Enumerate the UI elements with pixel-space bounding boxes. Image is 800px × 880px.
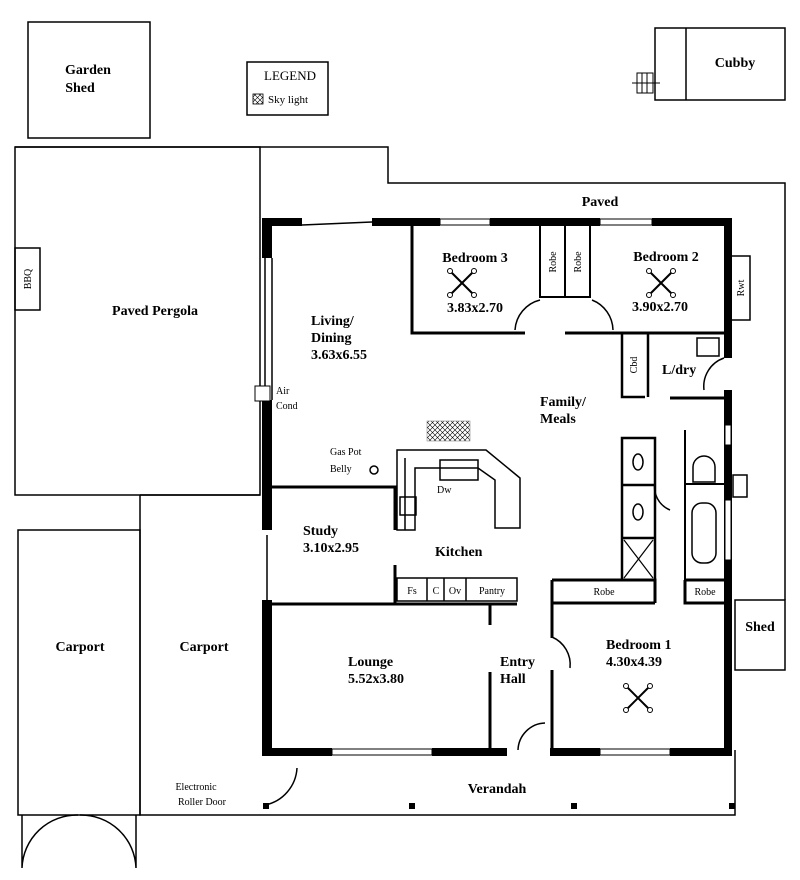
- bedroom-2-size: 3.90x2.70: [632, 300, 688, 315]
- cubby-label: Cubby: [715, 56, 755, 71]
- basin-icon: [632, 453, 644, 471]
- garden-shed-label: Garden: [65, 63, 111, 78]
- paved-pergola-label: Paved Pergola: [112, 304, 198, 319]
- lounge-label: Lounge: [348, 655, 393, 670]
- bedroom-2: Bedroom 2 3.90x2.70: [565, 250, 724, 335]
- bathrooms: [620, 430, 748, 582]
- dishwasher-label: Dw: [437, 485, 452, 496]
- bedroom-3: Bedroom 3 3.83x2.70 Robe Robe: [410, 226, 591, 335]
- shed-label: Shed: [745, 620, 775, 635]
- study: Study 3.10x2.95: [266, 524, 359, 600]
- ceiling-fan-icon: [622, 682, 654, 714]
- bbq: [14, 247, 41, 311]
- bbq-label: BBQ: [23, 268, 34, 289]
- kitchen: Dw Gas Pot Belly Kitchen Fs C Ov Pantry: [272, 447, 521, 603]
- laundry-label: L/dry: [662, 363, 696, 378]
- family-label: Meals: [540, 412, 576, 427]
- verandah-label: Verandah: [468, 782, 527, 797]
- ceiling-fan-icon: [446, 267, 478, 299]
- oven-label: Ov: [449, 586, 461, 597]
- carport-left: Carport: [17, 529, 141, 869]
- robe-label: Robe: [593, 587, 615, 598]
- living-label: Living/: [311, 314, 355, 329]
- bath-icon: [691, 502, 717, 564]
- cooktop-icon: [399, 496, 417, 516]
- carport-right-label: Carport: [180, 640, 229, 655]
- shower-icon: [623, 539, 654, 579]
- carport-right: Carport Electronic Roller Door: [139, 494, 736, 816]
- bedroom-3-size: 3.83x2.70: [447, 301, 503, 316]
- paved-label: Paved: [582, 195, 619, 210]
- bedroom-2-label: Bedroom 2: [633, 250, 698, 265]
- cupboard-label: Cbd: [629, 357, 640, 374]
- sink-icon: [439, 459, 479, 481]
- living-label: Dining: [311, 331, 351, 346]
- living-size: 3.63x6.55: [311, 348, 367, 363]
- laundry: Cbd L/dry: [620, 333, 725, 400]
- house-walls: [262, 218, 732, 756]
- bedroom-1: Robe Robe Bedroom 1 4.30x4.39: [550, 578, 724, 750]
- gas-pot-belly-label: Gas Pot: [330, 447, 362, 458]
- study-label: Study: [303, 524, 338, 539]
- trough-icon: [696, 337, 720, 357]
- lounge: Lounge 5.52x3.80 Entry Hall: [272, 602, 535, 748]
- pantry-label: Pantry: [479, 586, 505, 597]
- skylight-icon: [426, 420, 471, 442]
- roller-door-label: Electronic: [175, 782, 217, 793]
- basin-icon: [632, 503, 644, 521]
- bedroom-1-size: 4.30x4.39: [606, 655, 662, 670]
- bedroom-3-label: Bedroom 3: [442, 251, 507, 266]
- paved-boundary: [15, 146, 786, 600]
- robe-label: Robe: [573, 251, 584, 273]
- verandah-posts: [263, 803, 735, 809]
- toilet-icon: [692, 455, 716, 483]
- skylight-icon: [252, 93, 264, 105]
- air-cond-label: Air: [276, 386, 290, 397]
- study-size: 3.10x2.95: [303, 541, 359, 556]
- robe-label: Robe: [694, 587, 716, 598]
- gas-heater-icon: [369, 465, 379, 475]
- kitchen-label: Kitchen: [435, 545, 483, 560]
- garden-shed: Garden Shed: [27, 21, 151, 139]
- legend: LEGEND Sky light: [246, 61, 329, 116]
- entry-hall-label: Hall: [500, 672, 526, 687]
- paved-pergola: Paved Pergola BBQ: [14, 146, 261, 496]
- air-cond-label: Cond: [276, 401, 298, 412]
- gas-pot-belly-label: Belly: [330, 464, 352, 475]
- rwt-label: Rwt: [736, 279, 747, 296]
- fridge-space-label: Fs: [407, 586, 417, 597]
- entry-hall-label: Entry: [500, 655, 535, 670]
- carport-doors: [21, 814, 137, 869]
- bedroom-1-label: Bedroom 1: [606, 638, 671, 653]
- ceiling-fan-icon: [645, 267, 677, 299]
- cubby: Cubby: [632, 27, 786, 101]
- steps-icon: [632, 72, 660, 94]
- air-conditioner-icon: [254, 385, 271, 402]
- lounge-size: 5.52x3.80: [348, 672, 404, 687]
- family-label: Family/: [540, 395, 587, 410]
- legend-title: LEGEND: [264, 68, 316, 83]
- shed: Shed: [734, 599, 786, 671]
- pantry-units: Fs C Ov Pantry: [396, 577, 518, 602]
- legend-skylight-label: Sky light: [268, 94, 308, 106]
- robe-label: Robe: [548, 251, 559, 273]
- carport-left-label: Carport: [56, 640, 105, 655]
- roller-door-label: Roller Door: [178, 797, 227, 808]
- hot-water-icon: [732, 474, 748, 498]
- cupboard-label: C: [433, 586, 440, 597]
- garden-shed-label: Shed: [65, 81, 95, 96]
